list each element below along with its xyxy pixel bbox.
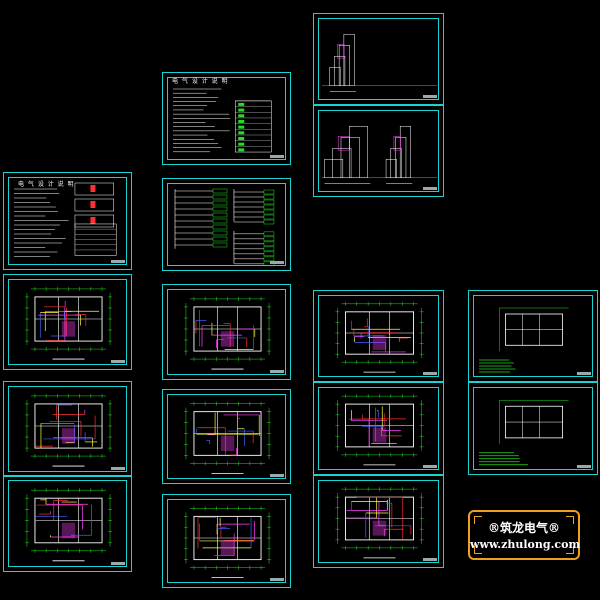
title-block-mark xyxy=(270,474,284,477)
watermark-brand: ®筑龙电气® xyxy=(487,521,560,535)
title-block-mark xyxy=(423,465,437,468)
sheet-drawing xyxy=(183,401,272,474)
title-block-mark xyxy=(270,155,284,158)
sheet-plan-3 xyxy=(3,475,132,572)
sheet-inner-frame xyxy=(318,18,439,100)
sheet-inner-frame xyxy=(167,289,286,375)
sheet-inner-frame xyxy=(167,394,286,479)
sheet-drawing xyxy=(322,125,437,185)
title-block-mark xyxy=(111,260,125,263)
sheet-drawing xyxy=(479,400,569,466)
title-block-mark xyxy=(111,467,125,470)
logo-corner-icon xyxy=(566,516,574,524)
sheet-plan-2 xyxy=(3,381,132,477)
sheet-inner-frame xyxy=(8,480,127,567)
sheet-inner-frame xyxy=(167,77,286,160)
watermark-url: www.zhulong.com xyxy=(470,538,581,551)
title-block-mark xyxy=(423,372,437,375)
title-block-mark xyxy=(270,261,284,264)
sheet-drawing xyxy=(24,286,113,360)
design-notes-2-title: 电 气 设 计 说 明 xyxy=(172,78,229,85)
title-block-mark xyxy=(270,578,284,581)
sheet-plan-8 xyxy=(313,382,444,475)
sheet-inner-frame xyxy=(318,110,439,192)
sheet-drawing xyxy=(14,182,117,257)
sheet-system-diagram xyxy=(162,178,291,271)
sheet-plan-1 xyxy=(3,274,132,370)
sheet-drawing xyxy=(479,307,569,373)
sheet-drawing xyxy=(183,506,272,579)
title-block-mark xyxy=(423,558,437,561)
sheet-plan-4 xyxy=(162,284,291,380)
sheet-inner-frame xyxy=(167,183,286,266)
sheet-inner-frame xyxy=(318,295,439,377)
sheet-inner-frame xyxy=(473,295,593,377)
sheet-inner-frame xyxy=(8,177,127,265)
sheet-inner-frame xyxy=(8,279,127,365)
sheet-drawing xyxy=(24,393,113,467)
logo-corner-icon xyxy=(474,516,482,524)
sheet-inner-frame xyxy=(8,386,127,472)
logo-corner-icon xyxy=(566,546,574,554)
sheet-drawing xyxy=(335,301,424,373)
title-block-mark xyxy=(423,95,437,98)
sheet-plan-9 xyxy=(313,475,444,568)
sheet-drawing xyxy=(335,394,424,466)
title-block-mark xyxy=(111,562,125,565)
title-block-mark xyxy=(577,465,591,468)
title-block-mark xyxy=(423,187,437,190)
sheet-drawing xyxy=(173,88,272,153)
sheet-inner-frame xyxy=(318,480,439,563)
sheet-plan-7 xyxy=(313,290,444,382)
sheet-plan-6 xyxy=(162,494,291,588)
sheet-inner-frame xyxy=(318,387,439,470)
title-block-mark xyxy=(270,370,284,373)
sheet-inner-frame xyxy=(473,387,593,470)
sheet-elevation-1 xyxy=(313,13,444,105)
sheet-drawing xyxy=(24,488,113,562)
title-block-mark xyxy=(577,372,591,375)
logo-corner-icon xyxy=(474,546,482,554)
sheet-drawing xyxy=(322,33,437,93)
sheet-elevation-2 xyxy=(313,105,444,197)
title-block-mark xyxy=(111,360,125,363)
sheet-plan-5 xyxy=(162,389,291,484)
design-notes-1-title: 电 气 设 计 说 明 xyxy=(18,181,75,188)
sheet-design-notes-1 xyxy=(3,172,132,270)
sheet-roof-plan-1 xyxy=(468,290,598,382)
sheet-inner-frame xyxy=(167,499,286,583)
zhulong-watermark-logo: ®筑龙电气® www.zhulong.com xyxy=(468,510,580,560)
sheet-design-notes-2 xyxy=(162,72,291,165)
sheet-roof-plan-2 xyxy=(468,382,598,475)
sheet-drawing xyxy=(183,296,272,370)
sheet-drawing xyxy=(174,188,275,267)
sheet-drawing xyxy=(335,487,424,559)
